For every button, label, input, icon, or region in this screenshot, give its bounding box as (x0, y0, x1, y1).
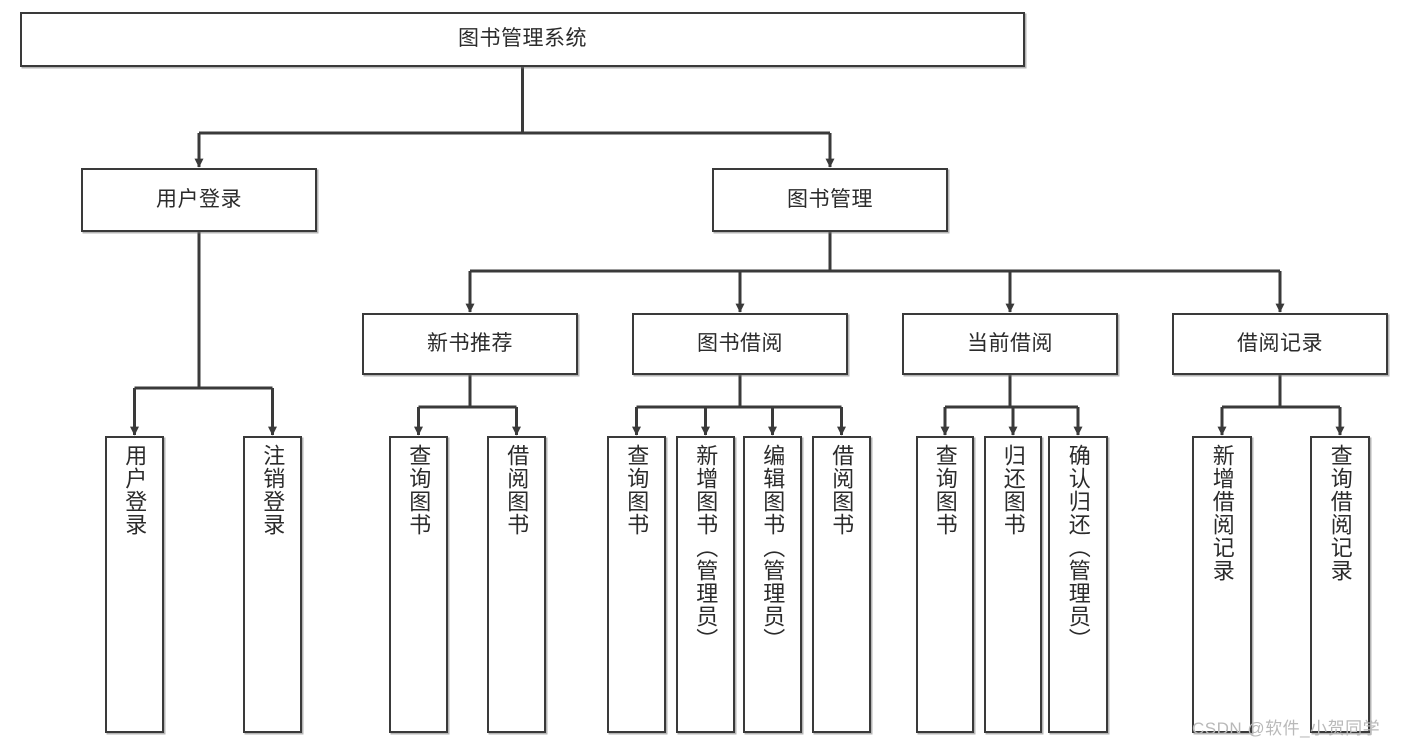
node-n-query[interactable]: 查询图书 (389, 436, 448, 733)
node-current[interactable]: 当前借阅 (902, 313, 1118, 375)
node-c-return[interactable]: 归还图书 (984, 436, 1042, 733)
node-label: 借阅图书 (829, 444, 855, 536)
node-c-query[interactable]: 查询图书 (916, 436, 974, 733)
node-b-add[interactable]: 新增图书（管理员） (676, 436, 735, 733)
node-label: 新增图书（管理员） (693, 444, 719, 651)
node-label: 借阅记录 (1237, 331, 1323, 355)
node-l-login[interactable]: 用户登录 (105, 436, 164, 733)
node-label: 当前借阅 (967, 331, 1053, 355)
node-label: 图书管理 (787, 187, 873, 211)
node-label: 查询借阅记录 (1327, 444, 1353, 582)
node-newbook[interactable]: 新书推荐 (362, 313, 578, 375)
node-label: 借阅图书 (504, 444, 530, 536)
node-label: 图书管理系统 (458, 27, 587, 51)
node-r-query[interactable]: 查询借阅记录 (1310, 436, 1370, 733)
node-label: 查询图书 (932, 444, 958, 536)
node-label: 注销登录 (260, 444, 286, 536)
node-label: 确认归还（管理员） (1065, 444, 1091, 651)
node-b-lend[interactable]: 借阅图书 (812, 436, 871, 733)
node-l-logout[interactable]: 注销登录 (243, 436, 302, 733)
node-b-query[interactable]: 查询图书 (607, 436, 666, 733)
node-label: 编辑图书（管理员） (760, 444, 786, 651)
node-bookmgmt[interactable]: 图书管理 (712, 168, 948, 232)
node-label: 查询图书 (406, 444, 432, 536)
node-b-edit[interactable]: 编辑图书（管理员） (743, 436, 802, 733)
edges-group (130, 67, 1345, 436)
node-borrow[interactable]: 图书借阅 (632, 313, 848, 375)
node-label: 用户登录 (156, 187, 242, 211)
node-label: 归还图书 (1000, 444, 1026, 536)
node-r-add[interactable]: 新增借阅记录 (1192, 436, 1252, 733)
node-label: 查询图书 (624, 444, 650, 536)
node-label: 图书借阅 (697, 331, 783, 355)
node-label: 新书推荐 (427, 331, 513, 355)
node-label: 新增借阅记录 (1209, 444, 1235, 582)
node-c-confirm[interactable]: 确认归还（管理员） (1048, 436, 1108, 733)
node-root[interactable]: 图书管理系统 (20, 12, 1025, 67)
node-records[interactable]: 借阅记录 (1172, 313, 1388, 375)
node-label: 用户登录 (122, 444, 148, 536)
node-login[interactable]: 用户登录 (81, 168, 317, 232)
node-n-borrow[interactable]: 借阅图书 (487, 436, 546, 733)
